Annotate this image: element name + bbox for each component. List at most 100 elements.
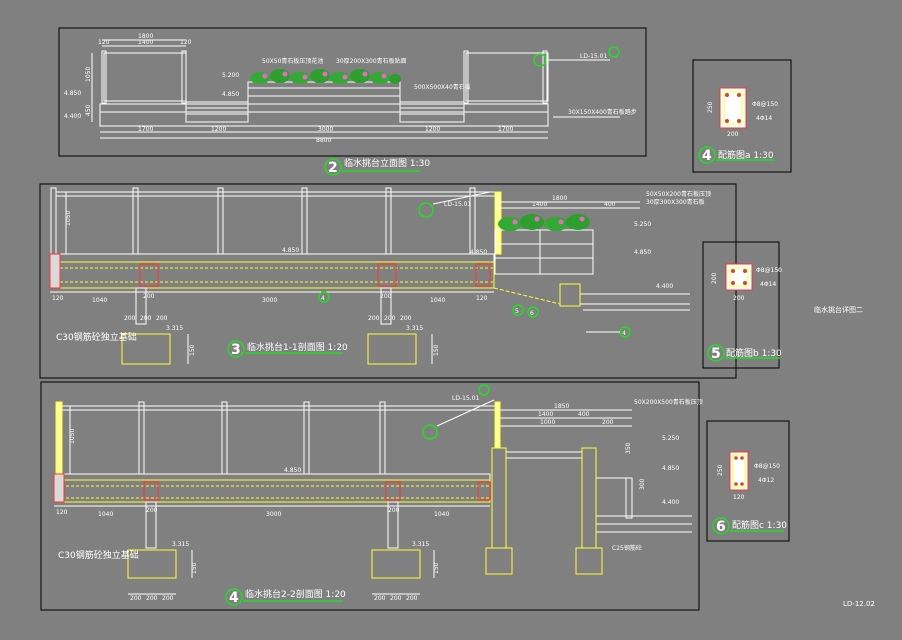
ref-bubble-elev [533, 53, 547, 67]
section-11-pad-right [367, 333, 417, 365]
rebar-c-number: 6 [716, 519, 726, 535]
s11-ref-bubble [418, 202, 434, 218]
rebar-a-main: 4Φ14 [756, 115, 772, 122]
s11-dim-b2: 200 [143, 293, 155, 300]
s11-pad-vert-right: 150 [433, 344, 440, 356]
dim-bottom-4: 1200 [425, 126, 440, 133]
section-11-title: 临水挑台1-1剖面图 1:20 [247, 341, 348, 353]
s22-pad-dim-e: 200 [390, 595, 402, 602]
dim-right-120: 120 [180, 39, 192, 46]
section-22-pier-left [145, 501, 157, 549]
elevation-base [99, 103, 549, 127]
s22-level-a: 4.850 [284, 467, 301, 474]
s22-level-b: 5.250 [662, 435, 679, 442]
section-11-pier-right [380, 287, 392, 325]
s11-dim-top-400: 400 [604, 201, 616, 208]
rebar-a-frame [692, 59, 792, 173]
rebar-c-view: 250 120 Φ8@150 4Φ12 6 配筋图c 1:30 [706, 420, 790, 542]
elevation-number: 2 [328, 160, 338, 176]
s11-pad-dim-d: 200 [368, 315, 380, 322]
rebar-c-section [729, 451, 749, 491]
s22-dim-top-b: 1400 [538, 411, 553, 418]
dim-vert-1050: 1050 [85, 67, 92, 82]
rebar-b-height: 200 [711, 272, 718, 284]
rebar-b-main: 4Φ14 [760, 281, 776, 288]
level-4850-left: 4.850 [64, 90, 81, 97]
dim-bottom-5: 1700 [498, 126, 513, 133]
dim-vert-450: 450 [85, 104, 92, 116]
note-planter-a: 50X50青石板压顶花池 [262, 57, 323, 65]
side-label: 临水挑台详图二 [814, 305, 863, 314]
s22-vert-right-a: 350 [625, 442, 632, 454]
s22-dim-b3: 3000 [266, 511, 281, 518]
s22-dim-b1: 1040 [98, 511, 113, 518]
level-5200: 5.200 [222, 72, 239, 79]
s11-pad-level-right: 3.315 [406, 325, 423, 332]
s11-ref: LD-15.01 [444, 201, 471, 208]
rebar-c-main: 4Φ12 [758, 477, 774, 484]
section-11-flowers [498, 214, 590, 231]
elevation-number-bubble [324, 158, 342, 176]
section-11-number-bubble [227, 340, 245, 358]
note-planter-b: 30厚200X300青石板贴面 [336, 57, 407, 65]
s11-level-c: 5.250 [634, 221, 651, 228]
s22-dim-top-e: 200 [602, 419, 614, 426]
rebar-c-stirrup: Φ8@150 [754, 463, 780, 470]
s11-dim-top-1800: 1800 [552, 195, 567, 202]
elevation-view: 1800 1400 120 120 1700 1200 3000 1200 17… [58, 27, 647, 176]
section-22-right-wall [491, 447, 507, 549]
s11-pad-dim-c: 200 [156, 315, 168, 322]
rebar-b-width: 200 [733, 295, 745, 302]
section-11-number: 3 [231, 342, 241, 358]
rebar-a-number-bubble [698, 146, 716, 164]
section-22-pier-right [387, 501, 399, 549]
section-22-right-pier [581, 447, 597, 549]
rebar-a-number: 4 [702, 148, 712, 164]
dim-bottom-3: 3000 [318, 126, 333, 133]
s11-dim-b5: 120 [476, 295, 488, 302]
s22-pad-dim-b: 200 [146, 595, 158, 602]
section-11-view: 200 200 200 200 200 200 3.315 3.315 150 … [39, 183, 737, 379]
s22-level-c: 4.850 [662, 465, 679, 472]
section-22-number-bubble [225, 588, 243, 606]
section-22-view: 3.315 3.315 150 150 200 200 200 200 200 … [40, 381, 703, 611]
elevation-title: 临水挑台立面图 1:30 [344, 157, 430, 169]
s11-vert-left: 1050 [65, 211, 72, 226]
dim-total: 8800 [316, 137, 331, 144]
section-22-pad-right [371, 549, 421, 579]
s11-pad-level-left: 3.315 [166, 325, 183, 332]
section-22-number: 4 [229, 590, 239, 606]
section-22-frame [40, 381, 700, 611]
steps-right [399, 101, 465, 123]
section-11-pier-left [135, 287, 147, 325]
rebar-c-width: 120 [733, 494, 745, 501]
elevation-frame [58, 27, 647, 157]
dim-left-120: 120 [98, 39, 110, 46]
s22-note-a: 50X200X500青石板压顶 [634, 398, 703, 406]
section-11-frame [39, 183, 737, 379]
s22-vert-right-b: 300 [639, 478, 646, 490]
rebar-c-number-bubble [712, 517, 730, 535]
dim-top-1400: 1400 [138, 39, 153, 46]
section-11-beam [49, 261, 495, 289]
s11-level-e: 4.400 [656, 283, 673, 290]
s11-pad-dim-a: 200 [124, 315, 136, 322]
s11-pad-dim-e: 200 [384, 315, 396, 322]
rebar-a-height: 250 [707, 101, 714, 113]
rebar-b-stirrup: Φ8@150 [756, 267, 782, 274]
s11-bubble-6: 6 [530, 310, 534, 317]
rebar-c-height: 250 [717, 464, 724, 476]
drawing-code: LD-12.02 [843, 600, 875, 608]
rebar-c-frame [706, 420, 790, 542]
s22-pad-dim-a: 200 [130, 595, 142, 602]
rebar-b-frame [702, 241, 780, 369]
section-11-deck [49, 253, 495, 263]
note-planter-d: 30X150X400青石板踏步 [568, 108, 637, 116]
planter-flowers [250, 69, 401, 84]
s11-level-b: 4.850 [470, 249, 487, 256]
s11-dim-b0: 120 [52, 295, 64, 302]
rebar-c-title: 配筋图c 1:30 [732, 519, 787, 531]
s22-dim-b2: 200 [146, 507, 158, 514]
s22-pad-level-right: 3.315 [412, 541, 429, 548]
